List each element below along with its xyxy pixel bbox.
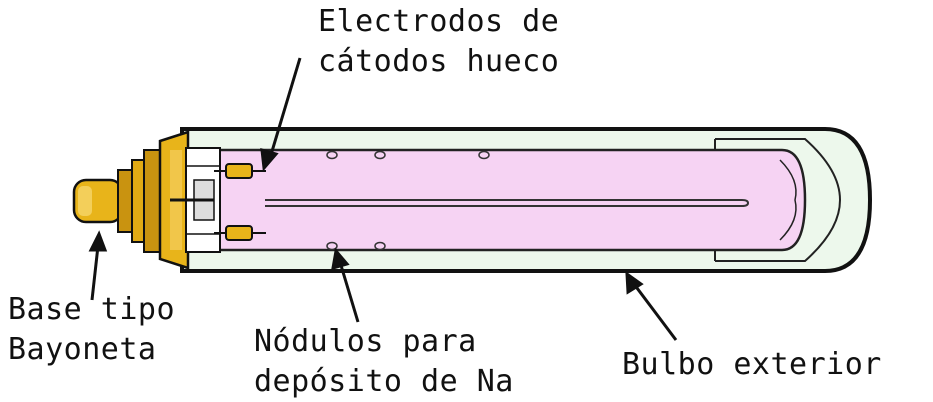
arrow-base [90, 245, 100, 301]
leader-arrows [88, 57, 678, 341]
label-bulb-text: Bulbo exterior [622, 347, 882, 382]
nodule [374, 150, 386, 160]
cathode-electrodes [214, 163, 266, 241]
nodule [478, 150, 490, 160]
arrow-electrodes [268, 57, 302, 159]
label-electrodes: Electrodos de cátodos hueco [318, 2, 559, 82]
label-nodules: Nódulos para depósito de Na [254, 322, 514, 402]
lamp-base [72, 130, 221, 270]
label-electrodes-line2: cátodos hueco [318, 44, 560, 79]
cathode-upper [225, 163, 253, 179]
arrow-nodules [338, 261, 360, 323]
label-bulb: Bulbo exterior [622, 345, 882, 385]
cathode-lower [225, 225, 253, 241]
u-tube-divider [265, 199, 750, 207]
arrow-bulb [632, 283, 678, 341]
label-base-line1: Base tipo [8, 292, 176, 327]
label-nodules-line1: Nódulos para [254, 324, 477, 359]
end-support [715, 138, 842, 262]
label-electrodes-line1: Electrodos de [318, 4, 560, 39]
nodule [326, 150, 338, 160]
nodule [326, 241, 338, 251]
label-base-line2: Bayoneta [8, 332, 157, 367]
label-base: Base tipo Bayoneta [8, 290, 175, 370]
label-nodules-line2: depósito de Na [254, 364, 514, 399]
nodule [374, 241, 386, 251]
sodium-nodules [326, 150, 490, 251]
